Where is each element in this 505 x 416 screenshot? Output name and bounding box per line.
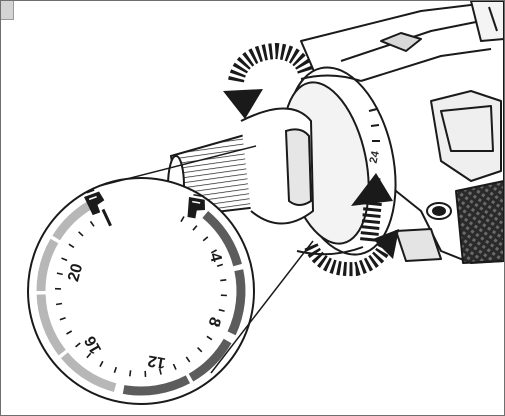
clutch-icon-left xyxy=(84,189,105,216)
dial-tick xyxy=(61,257,68,262)
collar-label-24: 24 xyxy=(368,149,382,164)
dial-segment xyxy=(36,294,66,356)
dial-segment xyxy=(202,210,242,267)
dial-tick xyxy=(197,347,203,353)
dial-segment xyxy=(36,238,59,292)
dial-tick xyxy=(192,225,198,231)
dial-tick xyxy=(66,330,73,335)
dial-tick xyxy=(213,322,220,327)
dial-segment xyxy=(188,338,232,382)
rotate-arrow-top xyxy=(223,42,314,119)
dial-tick xyxy=(210,249,217,254)
dial-segment xyxy=(227,269,246,336)
dial-tick xyxy=(113,366,118,374)
dial-label-16: 16 xyxy=(82,333,106,357)
drill-body xyxy=(300,1,504,264)
dial-segment xyxy=(60,352,117,392)
dial-tick xyxy=(158,368,162,375)
dial-tick xyxy=(56,272,63,276)
dial-tick xyxy=(185,356,191,363)
rotate-arrow-bottom xyxy=(304,229,399,277)
dial-label-12: 12 xyxy=(146,351,167,371)
dial-tick xyxy=(202,236,209,242)
push-arrow xyxy=(351,173,393,242)
dial-tick xyxy=(206,335,213,341)
dial-label-20: 20 xyxy=(65,262,86,284)
dial-tick xyxy=(55,302,63,306)
dial-segment xyxy=(122,375,191,396)
dial-tick xyxy=(68,243,75,249)
dial-tick xyxy=(220,279,227,282)
dial-tick xyxy=(59,316,66,321)
dial-tick xyxy=(218,308,225,312)
dial-tick xyxy=(75,342,81,348)
clutch-dial-callout: 20 16 12 8 4 xyxy=(27,145,314,405)
dial-tick xyxy=(172,363,177,370)
dial-ticks xyxy=(54,208,227,377)
dial-tick xyxy=(78,231,84,237)
dial-tick xyxy=(86,352,92,359)
chuck-sleeve xyxy=(167,107,315,225)
clutch-icon-right xyxy=(187,194,205,219)
dial-tick xyxy=(89,220,95,227)
dial-tick xyxy=(99,360,104,367)
dial-label-4: 4 xyxy=(206,251,225,264)
dial-tick xyxy=(216,263,224,268)
dial-tick xyxy=(129,370,132,377)
dial-index-mark xyxy=(101,208,112,227)
corner-tab xyxy=(1,1,14,20)
dial-tick xyxy=(180,216,185,223)
